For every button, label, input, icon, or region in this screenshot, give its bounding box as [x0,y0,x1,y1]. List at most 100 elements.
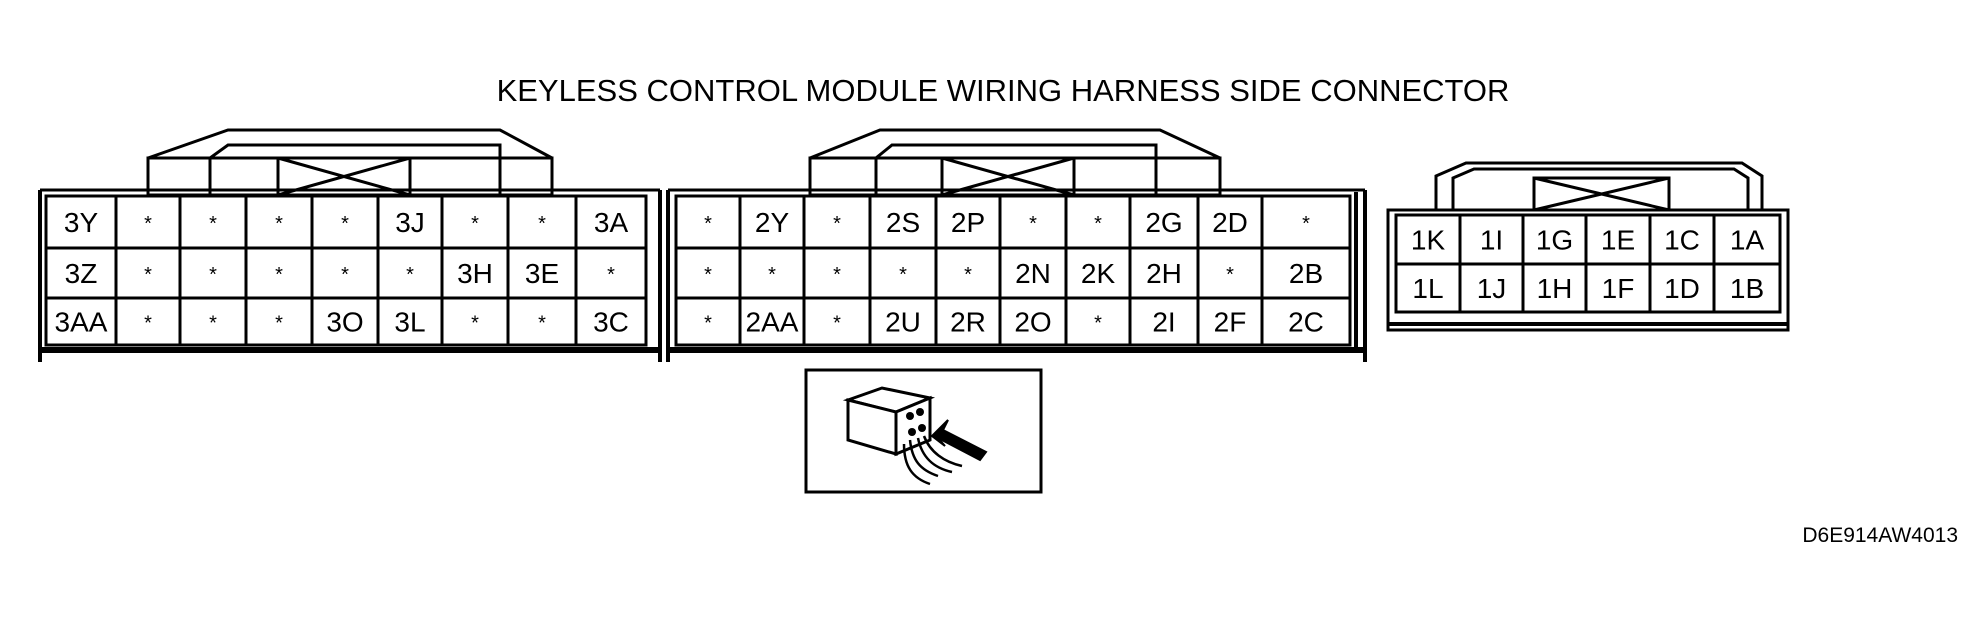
pin-label: 2S [886,207,920,238]
pin-cell [44,246,118,300]
pin-label: 1B [1730,273,1764,304]
unused-pin-mark: * [209,213,217,235]
pin-cell [802,194,872,250]
pin-cell [440,194,510,250]
pin-cell [868,246,938,300]
pin-label: 1D [1664,273,1700,304]
pin-cell [376,296,444,347]
connector-2-latch [808,128,1222,197]
pin-cell [1458,262,1525,314]
unused-pin-mark: * [833,313,841,335]
pin-label: 3J [395,207,425,238]
unused-pin-mark: * [768,264,776,286]
pin-label: 3Y [64,207,99,238]
pin-cell [1128,246,1200,300]
pin-label: 2G [1145,207,1182,238]
unused-pin-mark: * [964,264,972,286]
unused-pin-mark: * [209,264,217,286]
pin-cell [1260,194,1352,250]
pin-label: 3Z [65,258,98,289]
pin-cell [1196,296,1264,347]
unused-pin-mark: * [341,213,349,235]
pin-label: 3AA [55,307,108,338]
pin-cell [114,246,182,300]
pin-cell [738,296,806,347]
pin-label: 1G [1536,225,1573,256]
unused-pin-mark: * [704,264,712,286]
pin-label: 3A [594,207,629,238]
connector-3-latch [146,128,554,197]
pin-label: 2C [1288,307,1324,338]
pin-cell [1712,213,1782,266]
pin-cell [934,296,1002,347]
pin-cell [1064,296,1132,347]
pin-label: 1E [1601,225,1635,256]
unused-pin-mark: * [704,213,712,235]
unused-pin-mark: * [144,313,152,335]
pin-label: 2AA [746,307,799,338]
unused-pin-mark: * [538,213,546,235]
pin-label: 2H [1146,258,1182,289]
unused-pin-mark: * [704,313,712,335]
pin-label: 2U [885,307,921,338]
harness-side-view-icon [804,368,1043,494]
connector-housings [38,188,1790,362]
unused-pin-mark: * [144,213,152,235]
unused-pin-mark: * [341,264,349,286]
pin-cell [440,296,510,347]
pin-label: 1I [1480,225,1503,256]
pin-label: 2P [951,207,985,238]
pin-label: 2O [1014,307,1051,338]
pin-label: 2B [1289,258,1323,289]
pin-label: 1L [1412,273,1443,304]
unused-pin-mark: * [833,264,841,286]
pin-cell [1584,262,1652,314]
pin-cell [1712,262,1782,314]
unused-pin-mark: * [275,264,283,286]
pin-label: 2D [1212,207,1248,238]
pin-cell [1196,246,1264,300]
pin-cell [178,194,248,250]
pin-cell [998,296,1068,347]
unused-pin-mark: * [275,213,283,235]
unused-pin-mark: * [406,264,414,286]
pin-cell [506,246,578,300]
pin-label: 2R [950,307,986,338]
unused-pin-mark: * [1029,213,1037,235]
pin-label: 1J [1477,273,1507,304]
pin-cell [934,246,1002,300]
pin-cell [1128,194,1200,250]
pin-cell [1128,296,1200,347]
pin-cell [802,296,872,347]
unused-pin-mark: * [607,264,615,286]
pin-cell [1648,262,1716,314]
unused-pin-mark: * [899,264,907,286]
pin-label: 2N [1015,258,1051,289]
pin-label: 2I [1152,307,1175,338]
pin-cell [1260,246,1352,300]
unused-pin-mark: * [471,313,479,335]
pin-label: 3O [326,307,363,338]
pin-cell [1521,262,1588,314]
pin-cell [802,246,872,300]
pin-cell [178,246,248,300]
unused-pin-mark: * [471,213,479,235]
pin-label: 1C [1664,225,1700,256]
pin-cell [1521,213,1588,266]
pin-cell [44,296,118,347]
unused-pin-mark: * [275,313,283,335]
unused-pin-mark: * [1094,313,1102,335]
unused-pin-mark: * [833,213,841,235]
pin-label: 3H [457,258,493,289]
pin-cell [574,194,648,250]
pin-label: 2K [1081,258,1116,289]
unused-pin-mark: * [1226,264,1234,286]
pin-label: 1F [1602,273,1635,304]
pin-cell [244,296,314,347]
